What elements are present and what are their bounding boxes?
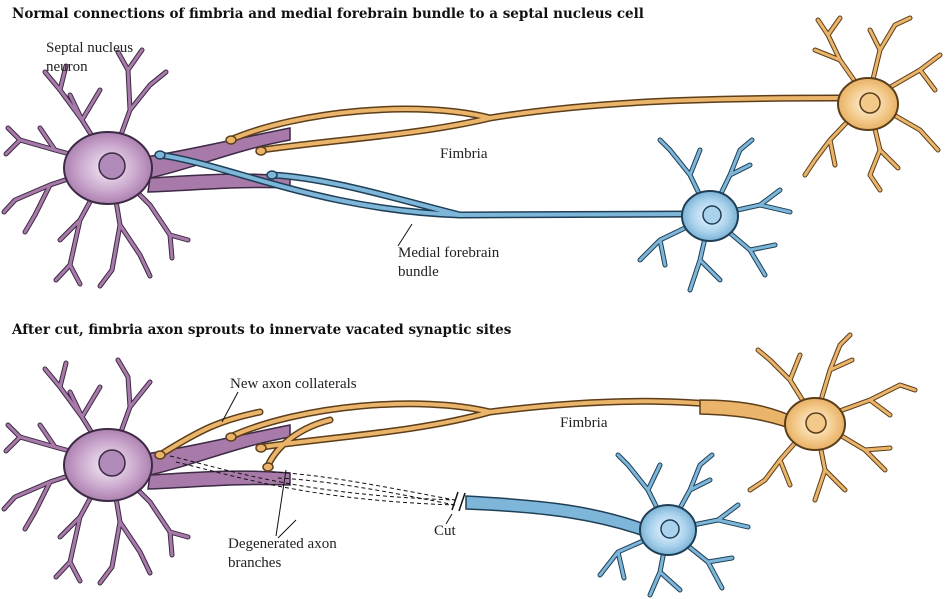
- collaterals-label: New axon collaterals: [230, 376, 357, 392]
- fimbria-neuron-top: [805, 18, 940, 190]
- fimbria-label-bottom: Fimbria: [560, 415, 608, 431]
- cut-mark: [452, 492, 465, 511]
- bottom-panel: After cut, fimbria axon sprouts to inner…: [4, 322, 915, 595]
- top-panel-title: Normal connections of fimbria and medial…: [12, 6, 644, 22]
- septal-label-line1: Septal nucleus: [46, 40, 133, 56]
- fimbria-label-top: Fimbria: [440, 146, 488, 162]
- degenerated-label-line1: Degenerated axon: [228, 536, 337, 552]
- septal-neuron-top: [4, 50, 290, 286]
- mfb-axon-bottom: [466, 496, 660, 542]
- mfb-label-line2: bundle: [398, 264, 439, 280]
- mfb-leader-line: [398, 224, 412, 246]
- degenerated-label-line2: branches: [228, 555, 281, 571]
- cut-label: Cut: [434, 523, 457, 539]
- septal-label-line2: neuron: [46, 59, 88, 75]
- mfb-label-line1: Medial forebrain: [398, 245, 500, 261]
- top-panel: Normal connections of fimbria and medial…: [4, 6, 940, 290]
- bottom-panel-title: After cut, fimbria axon sprouts to inner…: [11, 322, 512, 338]
